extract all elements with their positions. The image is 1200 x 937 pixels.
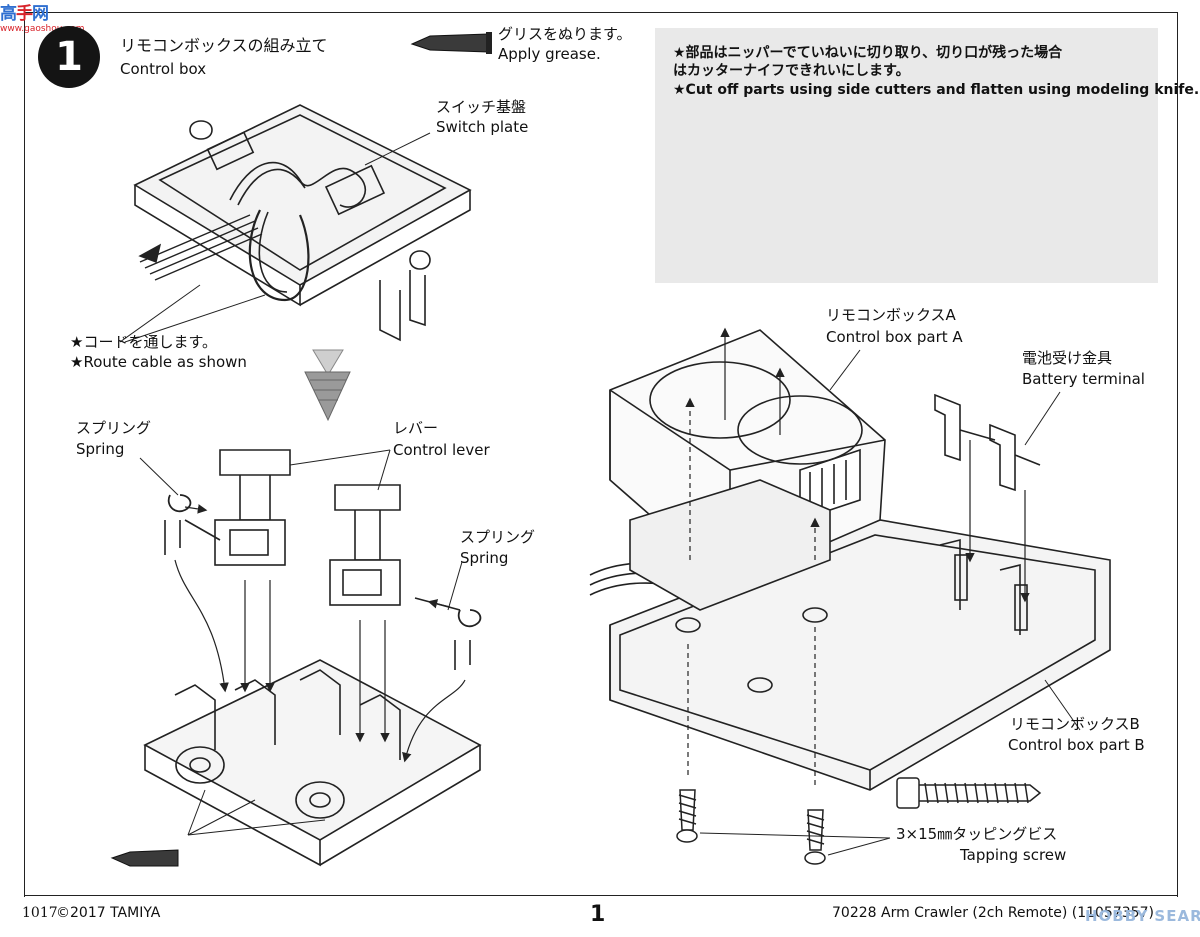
logo-char-2: 手: [16, 4, 33, 24]
page-frame: [24, 12, 1178, 897]
spring-right-label-jp: スプリング: [460, 528, 536, 546]
grease-tube-icon: [410, 32, 492, 54]
grease-note-jp: グリスをぬります。: [498, 25, 632, 43]
page-number: 1: [590, 902, 606, 927]
step-title-en: Control box: [120, 60, 207, 78]
spring-left-label-en: Spring: [76, 440, 125, 458]
down-arrow-icon: [304, 349, 351, 422]
logo-url: www.gaoshou.com: [0, 24, 85, 34]
logo-char-3: 网: [32, 4, 49, 24]
assembly-guide-lines: [174, 504, 466, 763]
footer-copyright: ©2017 TAMIYA: [56, 905, 161, 921]
note-jp-line2: はカッターナイフできれいにします。: [673, 63, 910, 79]
cutting-note-panel: [655, 28, 1158, 283]
screw-label-jp: 3×15㎜タッピングビス: [896, 825, 1058, 843]
lever-base-drawing: [143, 449, 482, 867]
cable-drawing: [138, 214, 263, 281]
footer-item: 70228 Arm Crawler (2ch Remote) (11057357…: [832, 905, 1154, 921]
switch-plate-drawing: [133, 104, 472, 342]
grease-note-en: Apply grease.: [498, 45, 601, 63]
route-cable-label-jp: ★コードを通します。: [70, 333, 217, 351]
switch-plate-label-jp: スイッチ基盤: [436, 98, 527, 116]
spring-left-label-jp: スプリング: [76, 419, 152, 437]
spring-right-label-en: Spring: [460, 549, 509, 567]
box-b-label-jp: リモコンボックスB: [1010, 715, 1140, 733]
grease-tube-icon-bottom: [110, 849, 179, 867]
switch-plate-label-en: Switch plate: [436, 118, 529, 136]
route-cable-label-en: ★Route cable as shown: [70, 353, 247, 371]
tapping-screw-drawing: [676, 777, 1042, 865]
footer-code: 1017: [22, 905, 58, 921]
box-a-label-jp: リモコンボックスA: [826, 306, 956, 324]
note-en: ★Cut off parts using side cutters and fl…: [673, 82, 1200, 98]
box-a-label-en: Control box part A: [826, 328, 963, 346]
lever-label-en: Control lever: [393, 441, 490, 459]
step-title-jp: リモコンボックスの組み立て: [120, 36, 328, 55]
site-logo: 高手网 www.gaoshou.com: [0, 4, 85, 44]
watermark: HOBBY SEARCH: [1085, 907, 1200, 925]
step-number-badge: 1: [38, 26, 100, 88]
footer-rule: [24, 895, 1177, 896]
battery-label-en: Battery terminal: [1022, 370, 1145, 388]
box-assembly-guides: [685, 327, 1030, 785]
box-b-label-en: Control box part B: [1008, 736, 1145, 754]
screw-label-en: Tapping screw: [960, 846, 1067, 864]
battery-label-jp: 電池受け金具: [1022, 349, 1113, 367]
note-jp-line1: ★部品はニッパーでていねいに切り取り、切り口が残った場合: [673, 45, 1063, 61]
lever-label-jp: レバー: [393, 419, 439, 437]
logo-char-1: 高: [0, 4, 17, 24]
